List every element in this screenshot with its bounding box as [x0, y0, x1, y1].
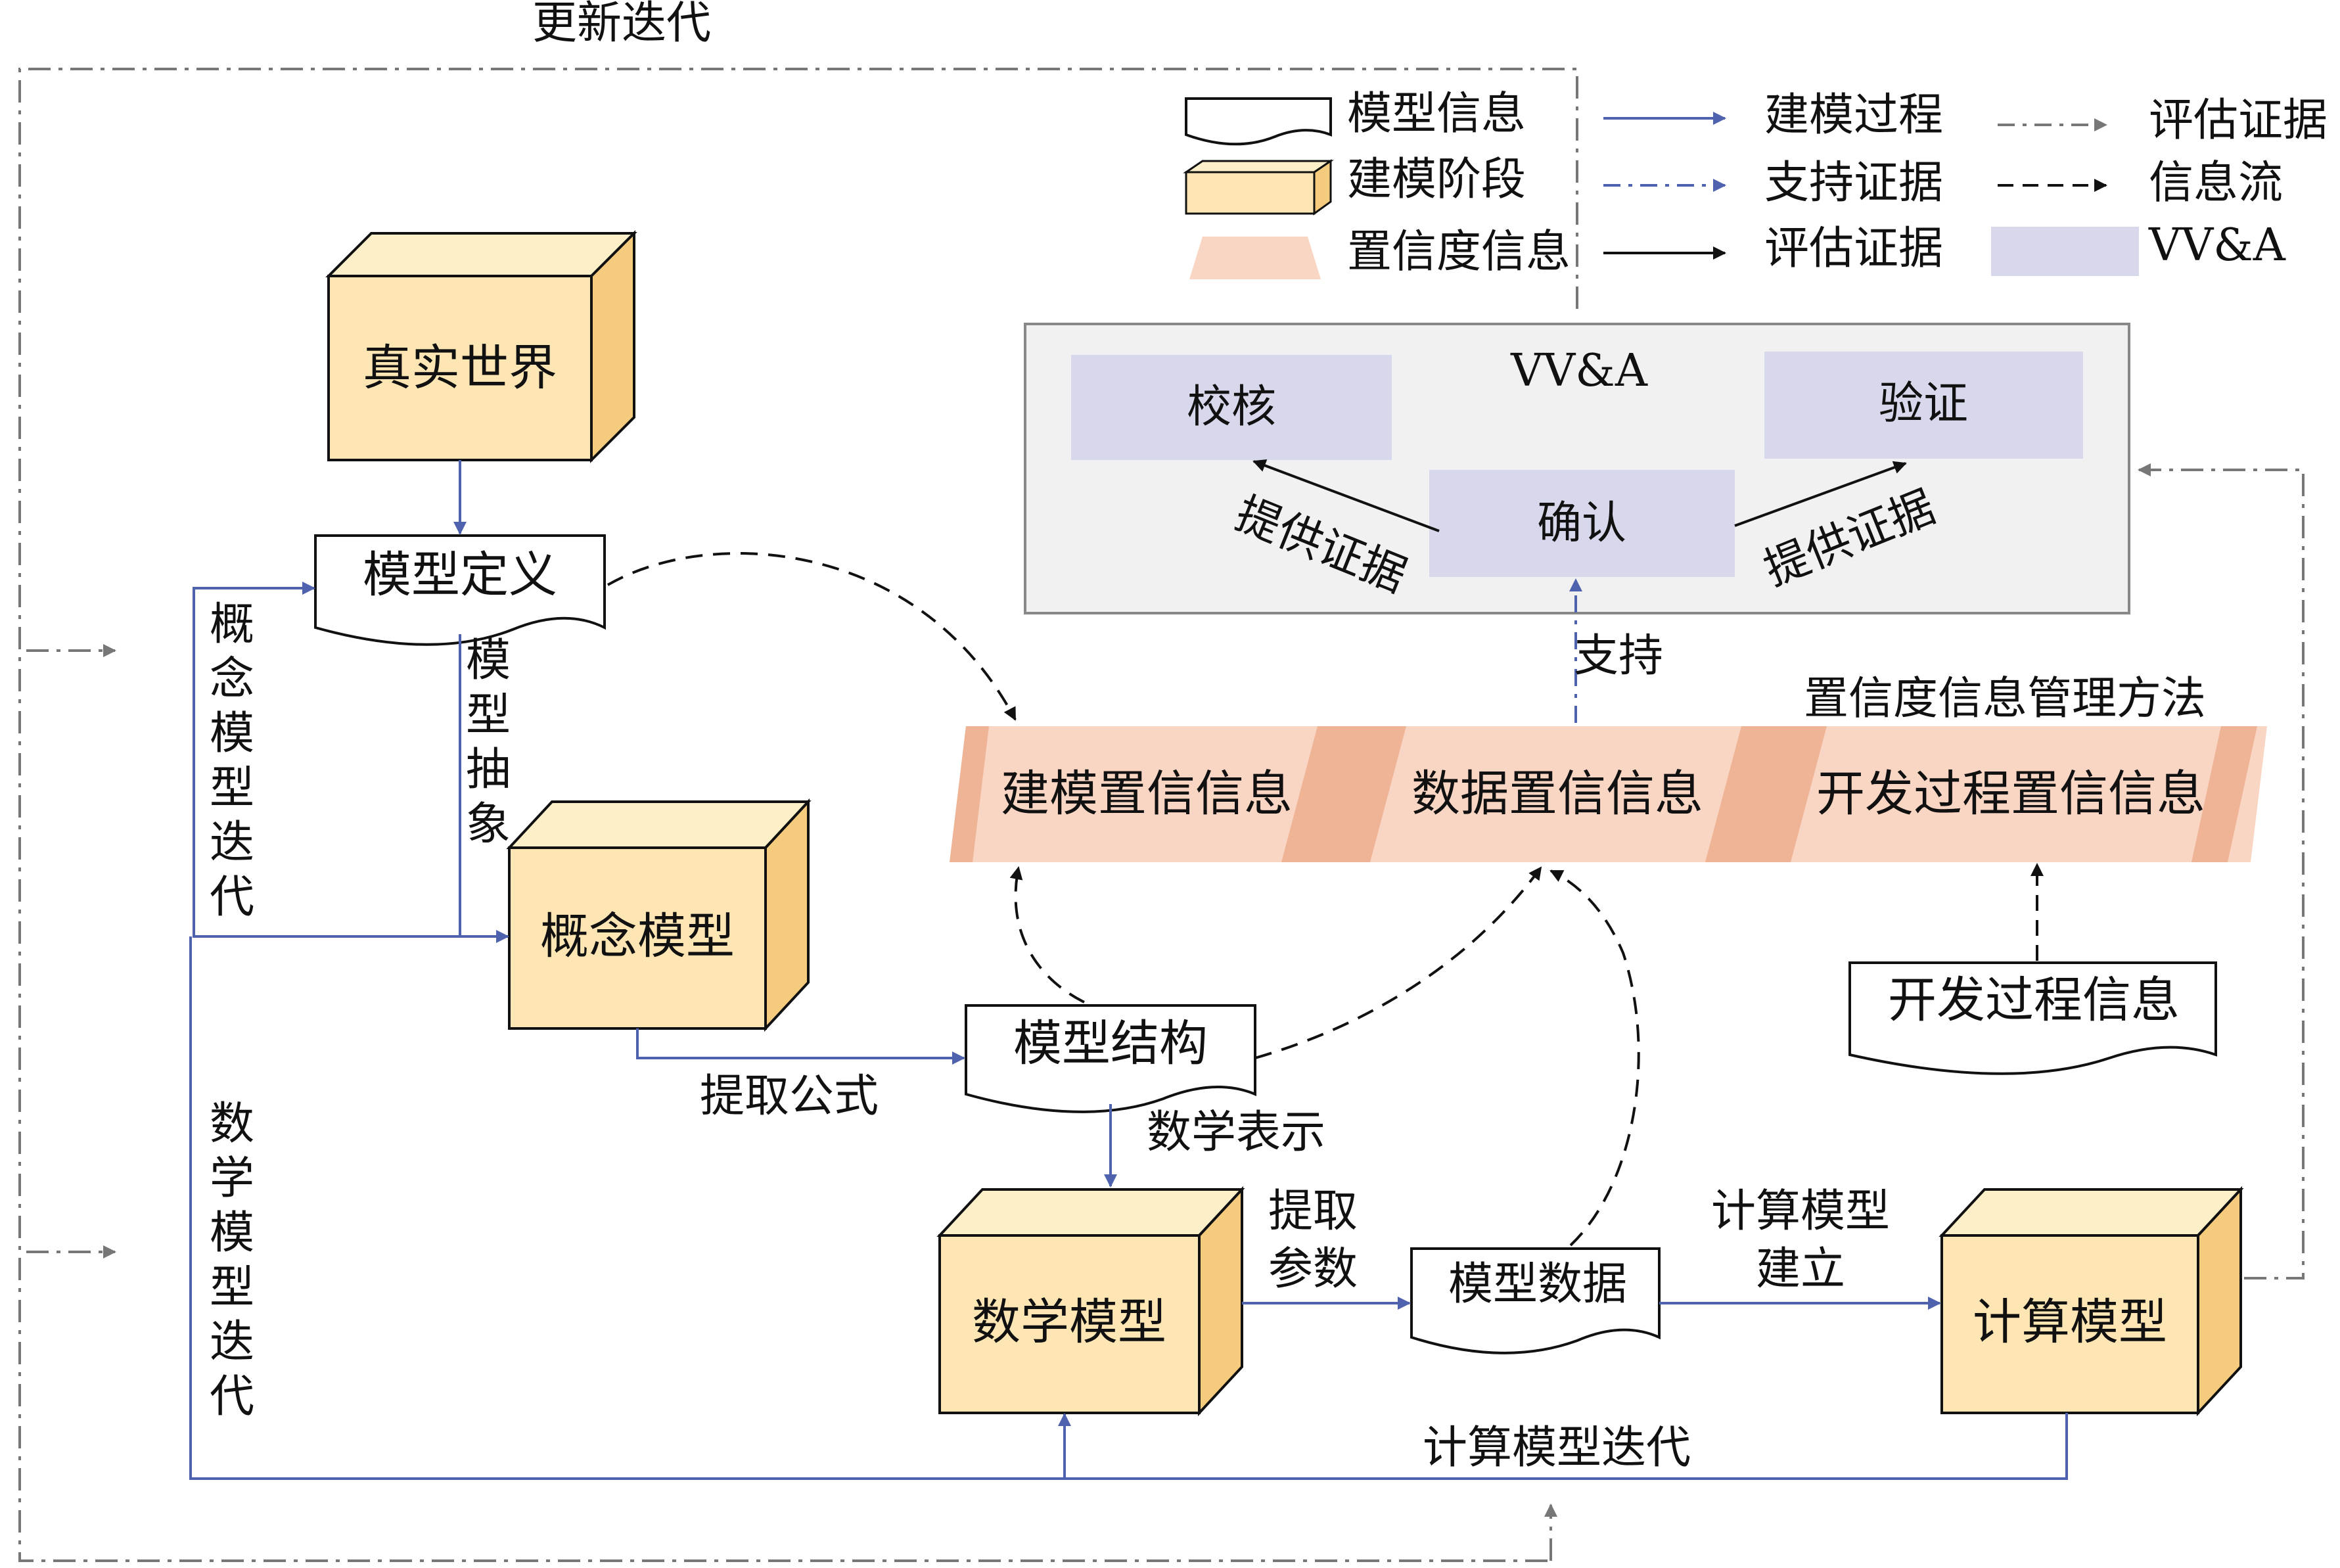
band-segment-data: 数据置信信息 [1411, 766, 1703, 822]
concept-iteration-label: 概念模型迭代 [209, 599, 254, 923]
legend-doc-shape [1185, 97, 1332, 146]
vva-title: VV&A [1511, 345, 1647, 397]
legend-vva-label: VV&A [2149, 219, 2285, 271]
grey-arrow-right [2138, 463, 2305, 1280]
band-segment-dev-process: 开发过程置信信息 [1816, 766, 2205, 822]
real-world-label: 真实世界 [363, 340, 557, 396]
confirm-box [1429, 470, 1735, 577]
legend-vva-swatch [1991, 227, 2139, 276]
real-world-cube [325, 230, 637, 463]
data-to-band-curve [1549, 869, 1640, 1247]
model-structure-doc [965, 1004, 1256, 1113]
confirm-to-validate-arrow [1734, 461, 1907, 527]
confirm-to-verify-arrow [1252, 459, 1440, 532]
legend-model-info-label: 模型信息 [1347, 88, 1526, 140]
dev-process-info-label: 开发过程信息 [1888, 972, 2180, 1028]
dev-process-info-doc [1848, 961, 2217, 1075]
math-iteration-line [189, 936, 2068, 1480]
legend-eval-evidence-solid-label: 评估证据 [1764, 223, 1944, 275]
legend-eval-evidence-dashdot-label: 评估证据 [2149, 95, 2328, 147]
structure-to-band-left-curve [1009, 866, 1085, 1003]
compute-iteration-label: 计算模型迭代 [1423, 1422, 1691, 1474]
definition-to-band-curve [607, 552, 1017, 721]
legend-modeling-process-label: 建模过程 [1764, 89, 1944, 141]
legend-modeling-stage-label: 建模阶段 [1347, 154, 1526, 206]
legend-info-flow-label: 信息流 [2149, 157, 2283, 209]
concept-iteration-arrow [193, 582, 460, 938]
legend-confidence-shape [1189, 237, 1321, 279]
compute-build-label: 计算模型建立 [1710, 1186, 1890, 1296]
update-iteration-label: 更新迭代 [532, 0, 712, 49]
verify-box [1071, 355, 1392, 460]
model-definition-label: 模型定义 [363, 547, 557, 603]
model-data-label: 模型数据 [1448, 1258, 1628, 1310]
validate-box [1764, 352, 2083, 459]
verify-label: 校核 [1186, 381, 1277, 433]
legend-support-evidence-label: 支持证据 [1764, 157, 1944, 209]
model-structure-label: 模型结构 [1013, 1015, 1208, 1072]
confidence-band [950, 726, 2267, 862]
math-model-cube [936, 1186, 1245, 1417]
update-iteration-frame [18, 68, 1578, 1562]
confidence-method-title: 置信度信息管理方法 [1804, 673, 2207, 725]
model-definition-doc [314, 534, 606, 646]
extract-params-label: 提取参数 [1268, 1186, 1358, 1296]
compute-model-cube [1939, 1186, 2244, 1417]
validate-label: 验证 [1878, 378, 1969, 430]
extract-formula-label: 提取公式 [700, 1071, 879, 1122]
compute-model-label: 计算模型 [1973, 1294, 2167, 1350]
model-abstraction-label: 模型抽象 [465, 635, 511, 850]
extract-formula-arrow [636, 1028, 965, 1065]
band-segment-modeling: 建模置信信息 [1001, 766, 1293, 822]
legend-confidence-label: 置信度信息 [1347, 226, 1571, 278]
legend-stage-shape [1183, 159, 1334, 216]
math-model-label: 数学模型 [972, 1294, 1166, 1350]
structure-to-band-right-curve [1254, 866, 1542, 1059]
model-data-doc [1410, 1247, 1661, 1354]
math-representation-label: 数学表示 [1147, 1107, 1326, 1159]
concept-model-label: 概念模型 [540, 908, 735, 965]
math-iteration-label: 数学模型迭代 [209, 1098, 254, 1423]
support-label: 支持 [1574, 630, 1664, 682]
concept-model-cube [506, 798, 812, 1032]
confirm-label: 确认 [1536, 497, 1627, 549]
